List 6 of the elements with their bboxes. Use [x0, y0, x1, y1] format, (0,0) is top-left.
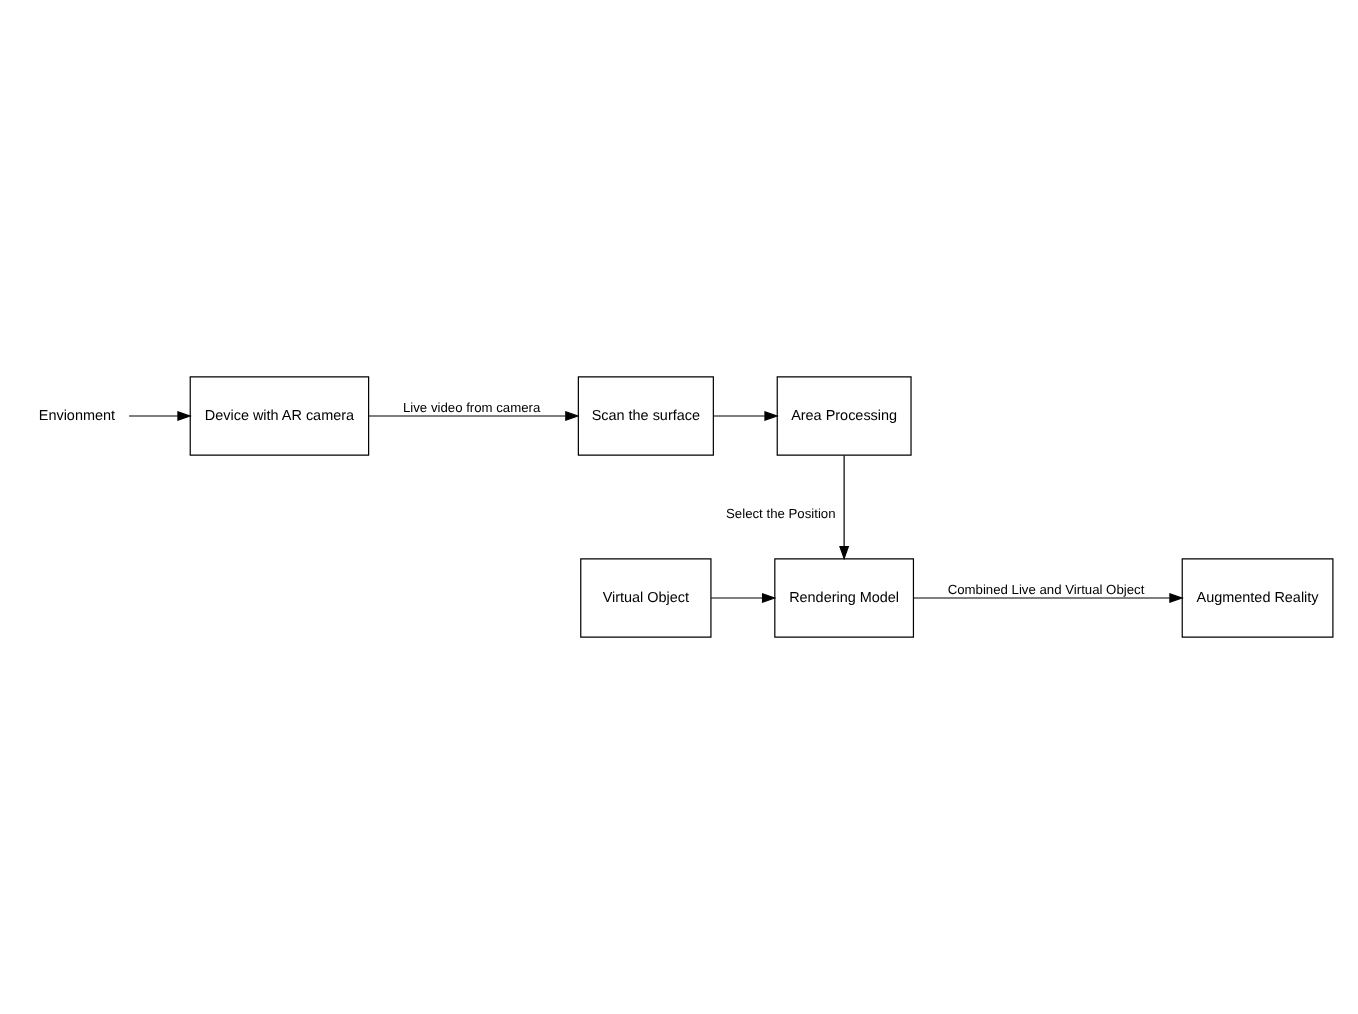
arrow	[368, 410, 580, 422]
arrow	[913, 592, 1184, 604]
arrow	[710, 592, 777, 604]
arrow	[128, 410, 192, 422]
arrow	[712, 410, 779, 422]
arrow	[839, 454, 850, 561]
